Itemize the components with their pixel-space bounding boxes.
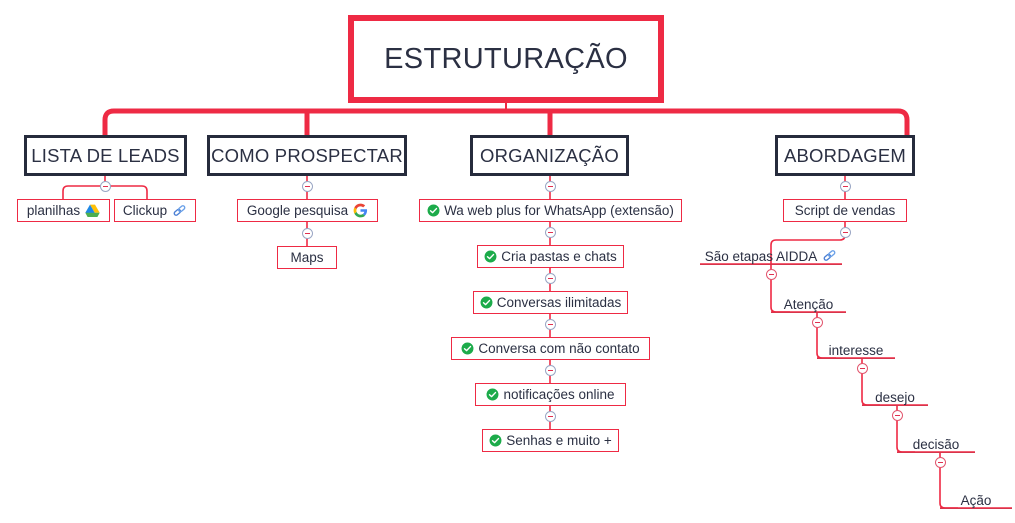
collapse-toggle-conversas-ilimitadas[interactable] xyxy=(544,318,556,330)
leaf-node-conversas-ilimitadas[interactable]: Conversas ilimitadas xyxy=(473,291,628,314)
collapse-toggle-wa-web-plus[interactable] xyxy=(544,226,556,238)
leaf-node-planilhas[interactable]: planilhas xyxy=(17,199,110,222)
collapse-toggle-interesse[interactable] xyxy=(856,362,868,374)
branch-label: LISTA DE LEADS xyxy=(31,144,180,166)
collapse-toggle-como-prospectar[interactable] xyxy=(301,180,313,192)
leaf-label: desejo xyxy=(875,389,915,405)
leaf-node-maps[interactable]: Maps xyxy=(277,246,337,269)
branch-label: ORGANIZAÇÃO xyxy=(480,144,619,166)
leaf-node-interesse[interactable]: interesse xyxy=(817,336,895,359)
green-check-icon xyxy=(484,250,497,263)
leaf-label: Wa web plus for WhatsApp (extensão) xyxy=(444,202,674,218)
root-node[interactable]: ESTRUTURAÇÃO xyxy=(348,15,664,103)
collapse-toggle-conversa-nao-contato[interactable] xyxy=(544,364,556,376)
leaf-label: decisão xyxy=(912,436,960,452)
collapse-toggle-abordagem[interactable] xyxy=(839,180,851,192)
collapse-toggle-desejo[interactable] xyxy=(891,409,903,421)
leaf-label: Cria pastas e chats xyxy=(501,248,617,264)
leaf-node-senhas-e-muito-mais[interactable]: Senhas e muito + xyxy=(482,429,619,452)
link-icon xyxy=(172,203,187,218)
leaf-node-google-pesquisa[interactable]: Google pesquisa xyxy=(237,199,378,222)
branch-node-organizacao[interactable]: ORGANIZAÇÃO xyxy=(470,135,629,176)
branch-label: ABORDAGEM xyxy=(783,144,907,166)
leaf-label: notificações online xyxy=(503,386,615,402)
collapse-toggle-organizacao[interactable] xyxy=(544,180,556,192)
collapse-toggle-script-de-vendas[interactable] xyxy=(839,226,851,238)
root-label: ESTRUTURAÇÃO xyxy=(384,42,628,75)
collapse-toggle-google-pesquisa[interactable] xyxy=(301,227,313,239)
leaf-label: interesse xyxy=(828,342,884,358)
leaf-node-wa-web-plus[interactable]: Wa web plus for WhatsApp (extensão) xyxy=(419,199,682,222)
branch-node-abordagem[interactable]: ABORDAGEM xyxy=(775,135,915,176)
leaf-node-clickup[interactable]: Clickup xyxy=(114,199,196,222)
branch-node-como-prospectar[interactable]: COMO PROSPECTAR xyxy=(207,135,407,176)
google-icon xyxy=(353,203,368,218)
leaf-node-atencao[interactable]: Atenção xyxy=(771,290,846,313)
leaf-node-notificacoes-online[interactable]: notificações online xyxy=(475,383,626,406)
link-icon xyxy=(822,248,837,263)
green-check-icon xyxy=(427,204,440,217)
leaf-label: Atenção xyxy=(783,296,834,312)
leaf-label: planilhas xyxy=(26,202,81,218)
leaf-node-cria-pastas-e-chats[interactable]: Cria pastas e chats xyxy=(477,245,624,268)
collapse-toggle-cria-pastas[interactable] xyxy=(544,272,556,284)
green-check-icon xyxy=(480,296,493,309)
leaf-label: Maps xyxy=(290,249,324,265)
collapse-toggle-notificacoes-online[interactable] xyxy=(544,410,556,422)
collapse-toggle-sao-etapas-aidda[interactable] xyxy=(765,268,777,280)
green-check-icon xyxy=(486,388,499,401)
leaf-node-decisao[interactable]: decisão xyxy=(897,430,975,453)
collapse-toggle-lista-de-leads[interactable] xyxy=(99,180,111,192)
leaf-label: Conversas ilimitadas xyxy=(496,294,622,310)
leaf-label: Ação xyxy=(960,492,992,508)
branch-label: COMO PROSPECTAR xyxy=(211,144,403,166)
branch-node-lista-de-leads[interactable]: LISTA DE LEADS xyxy=(24,135,187,176)
leaf-label: São etapas AIDDA xyxy=(704,248,818,264)
leaf-label: Google pesquisa xyxy=(246,202,349,218)
leaf-label: Senhas e muito + xyxy=(506,432,612,448)
leaf-label: Clickup xyxy=(122,202,168,218)
leaf-label: Script de vendas xyxy=(794,202,896,218)
leaf-node-sao-etapas-aidda[interactable]: São etapas AIDDA xyxy=(700,242,842,265)
green-check-icon xyxy=(461,342,474,355)
leaf-node-conversa-com-nao-contato[interactable]: Conversa com não contato xyxy=(451,337,650,360)
google-drive-icon xyxy=(85,204,100,218)
leaf-label: Conversa com não contato xyxy=(478,340,640,356)
collapse-toggle-decisao[interactable] xyxy=(934,456,946,468)
leaf-node-script-de-vendas[interactable]: Script de vendas xyxy=(783,199,907,222)
leaf-node-acao[interactable]: Ação xyxy=(940,486,1012,509)
collapse-toggle-atencao[interactable] xyxy=(811,316,823,328)
green-check-icon xyxy=(489,434,502,447)
leaf-node-desejo[interactable]: desejo xyxy=(862,383,928,406)
